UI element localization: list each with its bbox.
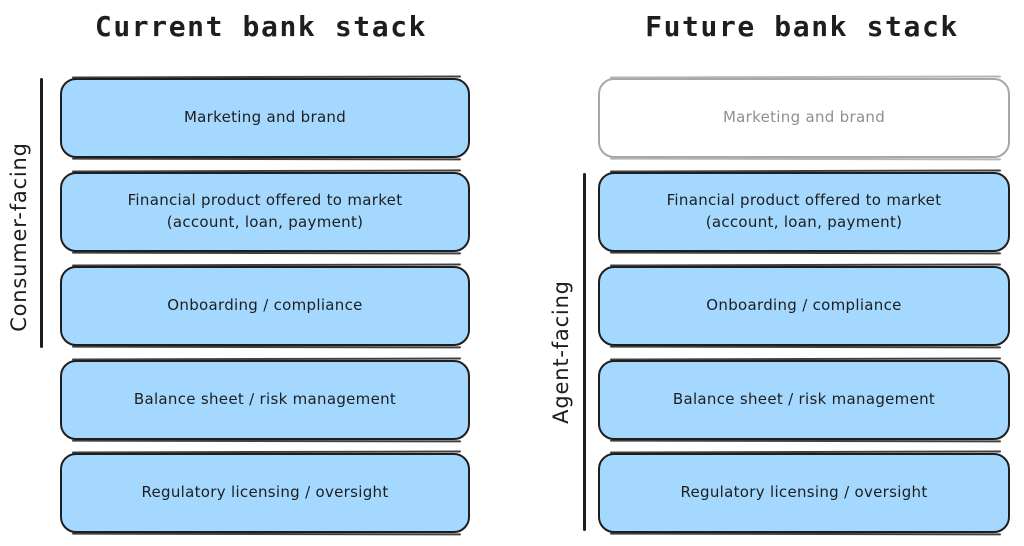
consumer-facing-bracket-line: [40, 78, 44, 348]
future-box-regulatory-label: Regulatory licensing / oversight: [680, 483, 928, 502]
future-stack-title: Future bank stack: [645, 10, 959, 43]
future-box-balance-sheet: Balance sheet / risk management: [598, 360, 1010, 440]
current-box-financial-product: Financial product offered to market (acc…: [60, 172, 470, 252]
agent-facing-bracket-line: [583, 173, 587, 531]
future-box-onboarding-label: Onboarding / compliance: [706, 296, 902, 315]
current-box-onboarding: Onboarding / compliance: [60, 266, 470, 346]
future-box-marketing-label: Marketing and brand: [722, 108, 886, 127]
future-box-marketing: Marketing and brand: [598, 78, 1010, 158]
current-box-regulatory: Regulatory licensing / oversight: [60, 453, 470, 533]
current-stack-title: Current bank stack: [94, 10, 428, 43]
current-box-onboarding-label: Onboarding / compliance: [167, 296, 363, 315]
future-box-regulatory: Regulatory licensing / oversight: [598, 453, 1010, 533]
current-box-financial-product-label: Financial product offered to market (acc…: [127, 191, 403, 231]
future-box-financial-product: Financial product offered to market (acc…: [598, 172, 1010, 252]
current-box-marketing-label: Marketing and brand: [183, 108, 347, 127]
current-box-balance-sheet-label: Balance sheet / risk management: [133, 390, 397, 409]
agent-facing-label: Agent-facing: [549, 280, 573, 424]
consumer-facing-label: Consumer-facing: [7, 142, 31, 332]
current-box-marketing: Marketing and brand: [60, 78, 470, 158]
current-box-balance-sheet: Balance sheet / risk management: [60, 360, 470, 440]
future-box-onboarding: Onboarding / compliance: [598, 266, 1010, 346]
future-box-balance-sheet-label: Balance sheet / risk management: [672, 390, 936, 409]
current-box-regulatory-label: Regulatory licensing / oversight: [141, 483, 389, 502]
future-box-financial-product-label: Financial product offered to market (acc…: [666, 191, 942, 231]
